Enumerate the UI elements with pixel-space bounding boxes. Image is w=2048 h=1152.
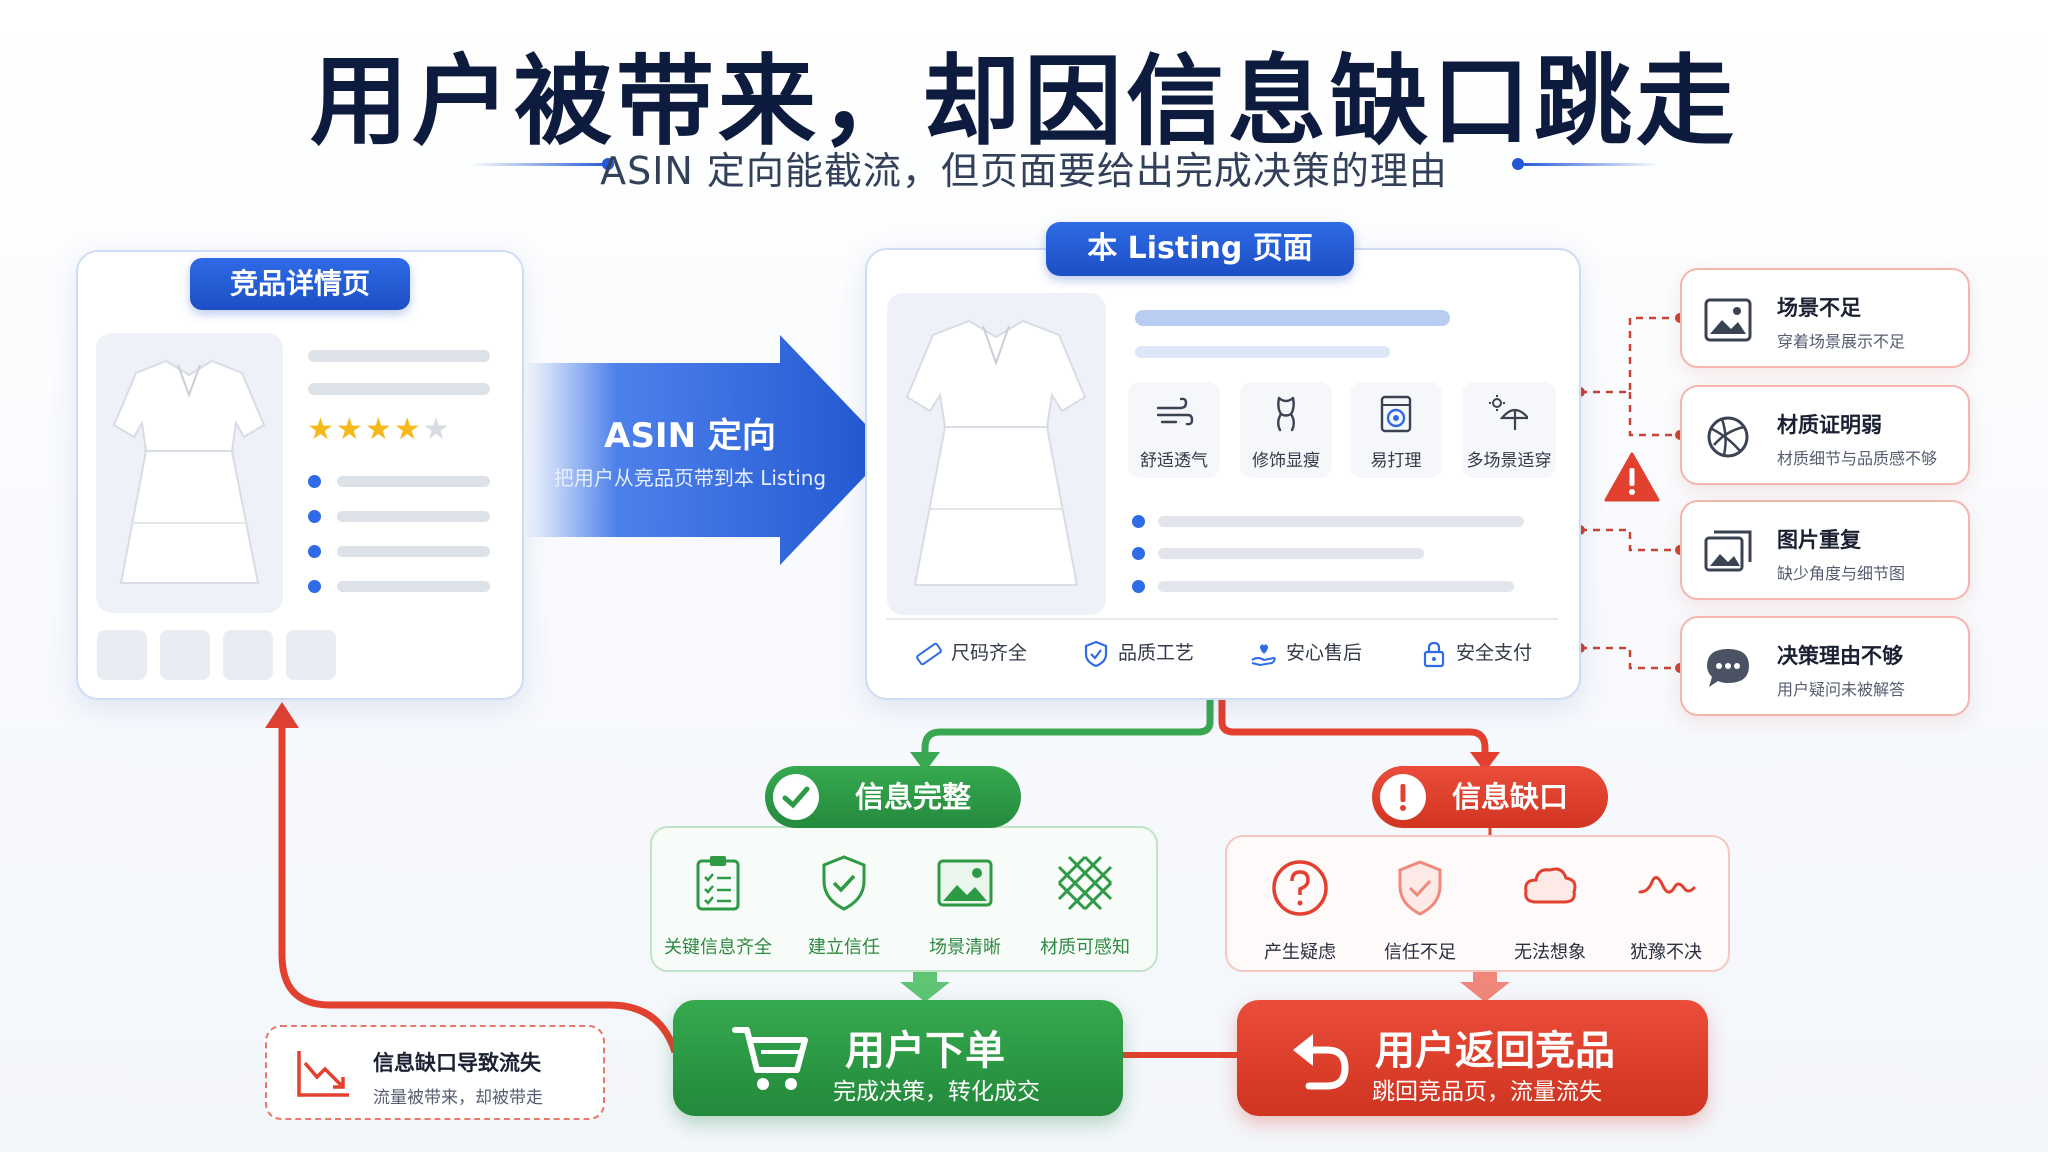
placeholder-line [1158,581,1514,592]
placeholder-line [308,383,490,395]
placeholder-line [337,511,490,522]
subtitle-dot-right [1512,158,1524,170]
info-complete-pill: 信息完整 [765,766,1021,828]
image-icon [1704,298,1752,342]
thumbnail [160,630,210,680]
bullet-dot [1132,547,1145,560]
trend-down-chart-icon [297,1051,349,1097]
star-icon: ★ [393,412,423,447]
warning-icon [1604,452,1660,502]
guarantee-item: 安全支付 [1420,635,1532,671]
wind-icon [1156,397,1194,426]
guarantee-divider [886,618,1558,620]
hand-heart-icon [1251,643,1276,666]
red-return-loop [278,722,679,1054]
user-order-outcome: 用户下单 完成决策，转化成交 [673,1000,1123,1116]
issue-card: 场景不足 穿着场景展示不足 [1680,268,1970,368]
user-return-outcome: 用户返回竞品 跳回竞品页，流量流失 [1237,1000,1708,1116]
placeholder-line [337,546,490,557]
green-down-arrow [900,970,950,1002]
feature-tile: 多场景适穿 [1462,382,1556,478]
placeholder-line [1135,346,1390,358]
undo-arrow-icon [1293,1034,1349,1090]
cloud-thought-icon [1524,867,1577,904]
traffic-loss-note: 信息缺口导致流失 流量被带来，却被带走 [265,1025,605,1120]
feature-tile: 易打理 [1350,382,1442,478]
info-gap-pill: 信息缺口 [1372,766,1608,828]
star-icon: ★ [335,412,365,447]
listing-product-image [887,293,1106,615]
star-icon: ★ [307,412,336,447]
star-icon: ★ [422,412,452,447]
placeholder-line [337,476,490,487]
clipboard-list-icon [696,856,740,911]
check-circle-icon [773,774,819,820]
issue-card: 决策理由不够 用户疑问未被解答 [1680,616,1970,716]
guarantee-item: 安心售后 [1250,635,1362,671]
thumbnail [223,630,273,680]
guarantee-item: 品质工艺 [1082,635,1194,671]
red-branch-line [1218,700,1489,755]
thumbnail [286,630,336,680]
star-rating: ★★★★★ [307,412,452,447]
dashed-connector-4 [1580,646,1680,670]
competitor-page-label: 竞品详情页 [190,258,410,310]
info-gap-panel [1225,835,1730,972]
feature-tile: 修饰显瘦 [1240,382,1332,478]
question-circle-icon [1272,860,1328,916]
feature-tile: 舒适透气 [1128,382,1220,478]
dashed-connector-3 [1580,528,1680,552]
yarn-ball-icon [1707,416,1749,458]
alert-circle-icon [1380,774,1426,820]
subtitle-line-left [470,163,610,166]
guarantee-item: 尺码齐全 [915,635,1027,671]
placeholder-line [1158,548,1424,559]
shield-check-icon [822,855,866,911]
dashed-connector-1 [1580,316,1680,394]
shield-icon [1398,860,1442,916]
page-subtitle: ASIN 定向能截流，但页面要给出完成决策的理由 [600,149,1448,193]
ruler-icon [916,642,942,665]
lock-icon [1423,641,1445,667]
bullet-dot [308,545,321,558]
issue-card: 材质证明弱 材质细节与品质感不够 [1680,385,1970,485]
dashed-connector-2 [1628,392,1680,437]
duplicate-images-icon [1704,530,1752,572]
green-branch-line [921,700,1214,755]
subtitle-dot-left [602,158,614,170]
title-placeholder [1135,310,1450,326]
arrow-subtitle: 把用户从竞品页带到本 Listing [553,466,827,490]
chat-bubble-icon [1707,649,1749,687]
listing-page-label: 本 Listing 页面 [1046,222,1354,276]
fabric-texture-icon [1057,855,1113,911]
competitor-product-image [96,333,283,613]
placeholder-line [1158,516,1524,527]
shopping-cart-icon [732,1027,808,1090]
wave-icon [1638,876,1696,894]
issue-card: 图片重复 缺少角度与细节图 [1680,500,1970,600]
red-down-arrow [1460,970,1510,1002]
body-shape-icon [1277,396,1295,432]
star-icon: ★ [364,412,394,447]
placeholder-line [337,581,490,592]
sun-umbrella-icon [1489,395,1528,430]
shield-check-icon [1084,640,1108,667]
bullet-dot [308,510,321,523]
bullet-dot [1132,580,1145,593]
page-title: 用户被带来，却因信息缺口跳走 [309,45,1738,159]
thumbnail [97,630,147,680]
washing-machine-icon [1380,395,1412,433]
bullet-dot [308,580,321,593]
arrow-title: ASIN 定向 [604,416,776,456]
placeholder-line [308,350,490,362]
subtitle-line-right [1520,163,1660,166]
bullet-dot [308,475,321,488]
asin-targeting-arrow [525,335,890,565]
bullet-dot [1132,515,1145,528]
image-icon [937,859,993,907]
